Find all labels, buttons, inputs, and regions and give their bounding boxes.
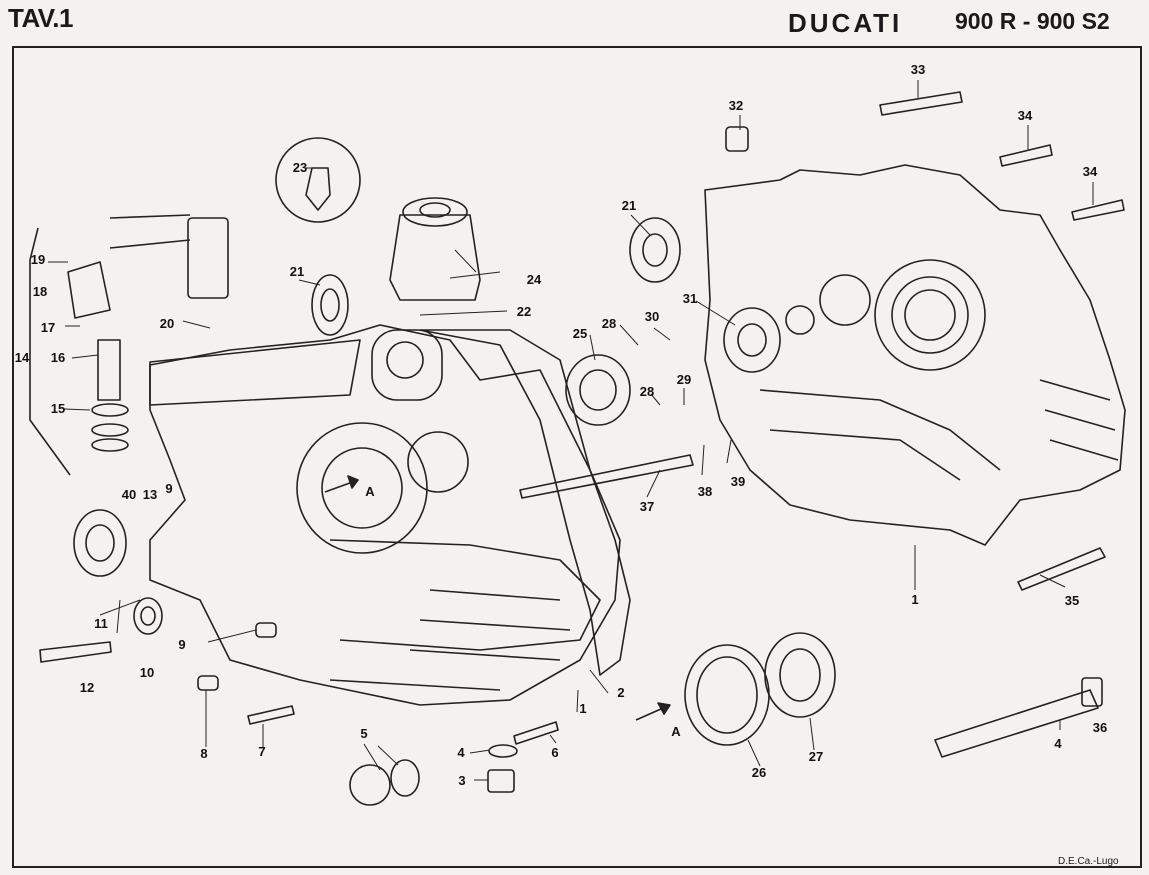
callout-part-34a: 34 xyxy=(1018,108,1033,123)
callout-part-1b: 1 xyxy=(579,701,586,716)
right-crankcase-outline xyxy=(704,164,1126,546)
callout-part-22: 22 xyxy=(517,304,531,319)
bolt-34a-shape xyxy=(999,144,1053,167)
seal-25-shape xyxy=(565,354,631,426)
callout-part-11: 11 xyxy=(94,616,108,631)
callout-part-30: 30 xyxy=(645,309,659,324)
callout-part-40: 40 xyxy=(122,487,136,502)
callout-part-33: 33 xyxy=(911,62,925,77)
callout-part-4b: 4 xyxy=(457,745,465,760)
main-bearing-shape xyxy=(874,259,986,371)
callout-part-28b: 28 xyxy=(640,384,654,399)
callout-part-9b: 9 xyxy=(178,637,185,652)
callout-part-10: 10 xyxy=(140,665,154,680)
callout-part-26: 26 xyxy=(752,765,766,780)
bolt-34b-shape xyxy=(1071,199,1125,221)
callout-part-29: 29 xyxy=(677,372,691,387)
callout-part-39: 39 xyxy=(731,474,745,489)
callout-part-5: 5 xyxy=(360,726,367,741)
brand-logo: DUCATI xyxy=(788,8,903,38)
seal-11-shape xyxy=(73,509,127,577)
callout-part-21b: 21 xyxy=(290,264,304,279)
callout-part-13: 13 xyxy=(143,487,157,502)
callout-part-7: 7 xyxy=(258,744,265,759)
drawing-credit: D.E.Ca.-Lugo xyxy=(1058,856,1119,867)
callout-part-9a: 9 xyxy=(165,481,172,496)
callout-part-3: 3 xyxy=(458,773,465,788)
callout-part-37: 37 xyxy=(640,499,654,514)
callout-part-38: 38 xyxy=(698,484,712,499)
bolt-33-shape xyxy=(879,91,963,116)
callout-part-15: 15 xyxy=(51,401,65,416)
drain-plug-3-shape xyxy=(487,769,515,793)
callout-part-2: 2 xyxy=(617,685,624,700)
leader-lines xyxy=(48,80,1094,781)
oil-strainer-36-shape xyxy=(934,689,1099,758)
screw-7-shape xyxy=(247,705,295,725)
callout-part-6: 6 xyxy=(551,745,558,760)
callout-part-34b: 34 xyxy=(1083,164,1098,179)
gasket-shape xyxy=(419,329,631,676)
washer-4-shape xyxy=(488,744,518,758)
callout-part-20: 20 xyxy=(160,316,174,331)
model-title: 900 R - 900 S2 xyxy=(955,8,1110,34)
bracket-14 xyxy=(29,227,71,476)
bolt-12-shape xyxy=(39,641,112,663)
callout-part-35: 35 xyxy=(1065,593,1079,608)
callout-part-24: 24 xyxy=(527,272,542,287)
callout-part-17: 17 xyxy=(41,320,55,335)
stud-37-shape xyxy=(519,454,694,499)
diagram-frame xyxy=(12,46,1142,868)
callout-part-4a: 4 xyxy=(1054,736,1062,751)
callout-part-23: 23 xyxy=(293,160,307,175)
callout-part-a1: A xyxy=(365,484,375,499)
dowel-8-shape xyxy=(197,675,219,691)
callout-part-14: 14 xyxy=(15,350,30,365)
callout-part-18: 18 xyxy=(33,284,47,299)
callout-part-36: 36 xyxy=(1093,720,1107,735)
callout-part-31: 31 xyxy=(683,291,697,306)
oil-filter-shape xyxy=(389,214,481,301)
bearing-31-shape xyxy=(723,307,781,373)
dowel-9-shape xyxy=(255,622,277,638)
filler-cap-5-shape xyxy=(349,764,391,806)
bearing-21-right-shape xyxy=(629,217,681,283)
pressure-sensor-shape xyxy=(187,217,229,299)
seal-10-shape xyxy=(133,597,163,635)
cylinder-bore-shape xyxy=(296,422,428,554)
bolt-35-shape xyxy=(1017,547,1106,591)
callout-part-1a: 1 xyxy=(911,592,918,607)
callout-part-16: 16 xyxy=(51,350,65,365)
dowel-32-shape xyxy=(725,126,749,152)
inset-detail-circle xyxy=(275,137,361,223)
callout-part-8: 8 xyxy=(200,746,207,761)
bearing-27-shape xyxy=(764,632,836,718)
plate-label: TAV.1 xyxy=(8,3,73,33)
screw-6-shape xyxy=(513,721,559,745)
callout-part-32: 32 xyxy=(729,98,743,113)
callout-part-21a: 21 xyxy=(622,198,636,213)
callout-part-12: 12 xyxy=(80,680,94,695)
callout-part-a2: A xyxy=(671,724,681,739)
bearing-21-left-shape xyxy=(311,274,349,336)
callout-part-28a: 28 xyxy=(602,316,616,331)
callout-part-19: 19 xyxy=(31,252,45,267)
left-crankcase-outline xyxy=(149,324,621,706)
callout-part-27: 27 xyxy=(809,749,823,764)
callout-part-25: 25 xyxy=(573,326,587,341)
